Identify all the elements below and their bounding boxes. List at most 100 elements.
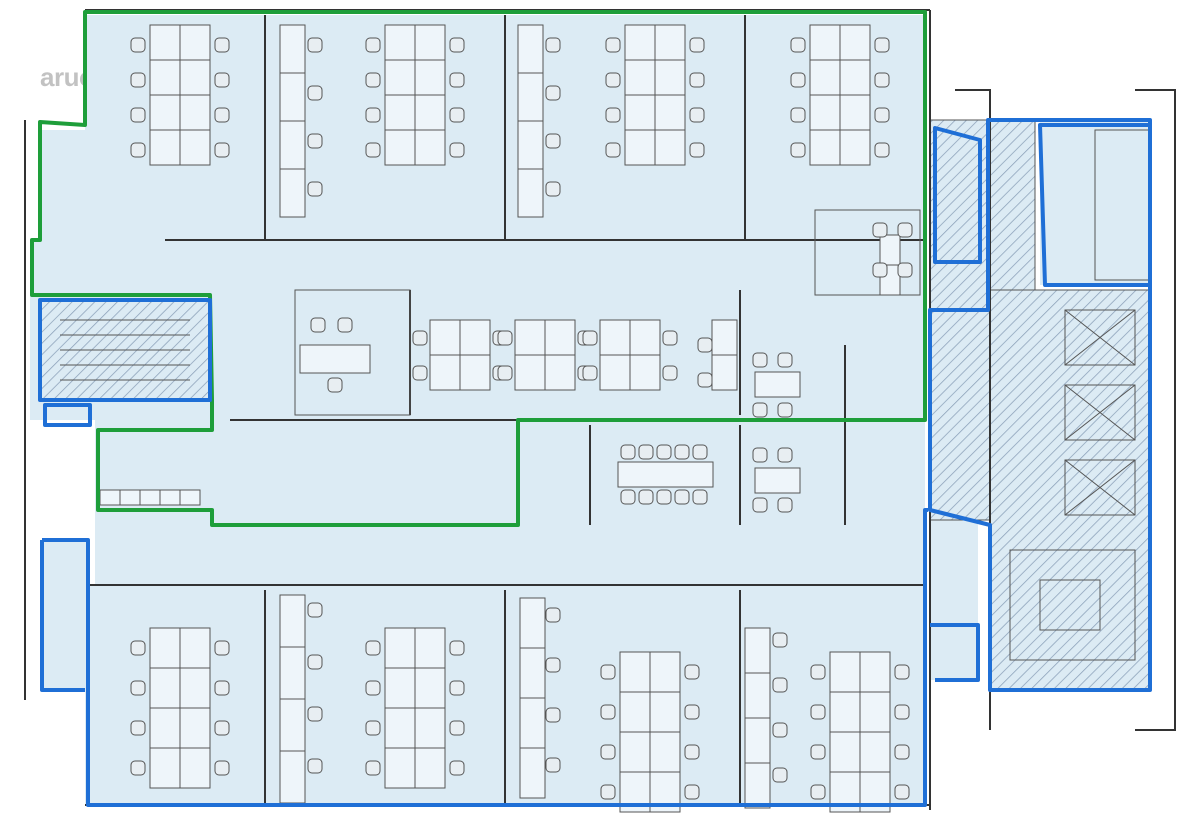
chair bbox=[307, 85, 323, 101]
desk bbox=[839, 94, 871, 131]
blue-zone-shaft-outline bbox=[933, 126, 982, 264]
desk bbox=[414, 627, 446, 669]
chair bbox=[412, 330, 428, 346]
chair bbox=[307, 654, 323, 670]
desk bbox=[809, 24, 841, 61]
desk bbox=[519, 597, 546, 649]
desk bbox=[429, 354, 461, 391]
desk bbox=[179, 707, 211, 749]
chair bbox=[214, 37, 230, 53]
desk bbox=[279, 594, 306, 648]
desk bbox=[279, 646, 306, 700]
blue-zone-core-outline bbox=[928, 118, 1152, 692]
desk bbox=[517, 72, 544, 122]
chair bbox=[582, 330, 598, 346]
desk bbox=[654, 59, 686, 96]
chair bbox=[790, 107, 806, 123]
desk bbox=[744, 672, 771, 719]
chair bbox=[605, 107, 621, 123]
chair bbox=[620, 489, 636, 505]
desk bbox=[414, 129, 446, 166]
chair bbox=[772, 677, 788, 693]
chair bbox=[605, 72, 621, 88]
chair bbox=[772, 632, 788, 648]
desk bbox=[384, 627, 416, 669]
desk bbox=[624, 94, 656, 131]
chair bbox=[777, 402, 793, 418]
desk bbox=[279, 750, 306, 804]
chair bbox=[307, 602, 323, 618]
desk bbox=[624, 129, 656, 166]
desk bbox=[829, 731, 861, 773]
desk bbox=[179, 489, 201, 506]
chair bbox=[662, 330, 678, 346]
desk bbox=[711, 319, 738, 356]
desk bbox=[179, 129, 211, 166]
desk bbox=[414, 94, 446, 131]
desk bbox=[179, 627, 211, 669]
blue-zone-stairs-outline bbox=[38, 298, 212, 427]
chair bbox=[752, 447, 768, 463]
desk bbox=[459, 319, 491, 356]
chair bbox=[810, 744, 826, 760]
chair bbox=[605, 142, 621, 158]
chair bbox=[130, 107, 146, 123]
blue-zone-south-outline bbox=[42, 508, 928, 807]
chair bbox=[582, 365, 598, 381]
chair bbox=[689, 107, 705, 123]
desk bbox=[179, 667, 211, 709]
desk bbox=[839, 129, 871, 166]
chair bbox=[684, 784, 700, 800]
chair bbox=[897, 262, 913, 278]
chair bbox=[684, 744, 700, 760]
desk bbox=[414, 747, 446, 789]
desk bbox=[619, 691, 651, 733]
desk bbox=[649, 731, 681, 773]
desk bbox=[149, 627, 181, 669]
chair bbox=[130, 72, 146, 88]
desk bbox=[384, 667, 416, 709]
chair bbox=[600, 664, 616, 680]
chair bbox=[130, 37, 146, 53]
chair bbox=[872, 262, 888, 278]
desk bbox=[754, 371, 801, 398]
chair bbox=[697, 372, 713, 388]
chair bbox=[894, 664, 910, 680]
chair bbox=[307, 37, 323, 53]
chair bbox=[130, 142, 146, 158]
desk bbox=[624, 59, 656, 96]
desk bbox=[654, 24, 686, 61]
desk bbox=[629, 354, 661, 391]
desk bbox=[744, 627, 771, 674]
chair bbox=[130, 720, 146, 736]
desk bbox=[859, 691, 891, 733]
chair bbox=[214, 720, 230, 736]
desk bbox=[384, 59, 416, 96]
chair bbox=[772, 767, 788, 783]
desk bbox=[279, 698, 306, 752]
desk bbox=[519, 747, 546, 799]
chair bbox=[752, 402, 768, 418]
desk bbox=[179, 747, 211, 789]
desk bbox=[654, 94, 686, 131]
chair bbox=[638, 444, 654, 460]
chair bbox=[810, 704, 826, 720]
desk bbox=[149, 129, 181, 166]
chairs bbox=[130, 37, 913, 800]
chair bbox=[545, 37, 561, 53]
chair bbox=[894, 704, 910, 720]
chair bbox=[214, 142, 230, 158]
chair bbox=[449, 680, 465, 696]
desk bbox=[517, 120, 544, 170]
desk bbox=[149, 747, 181, 789]
desk bbox=[279, 168, 306, 218]
chair bbox=[874, 72, 890, 88]
chair bbox=[449, 142, 465, 158]
desk bbox=[624, 24, 656, 61]
chair bbox=[365, 640, 381, 656]
chair bbox=[790, 142, 806, 158]
desk bbox=[139, 489, 161, 506]
desk bbox=[119, 489, 141, 506]
chair bbox=[130, 640, 146, 656]
